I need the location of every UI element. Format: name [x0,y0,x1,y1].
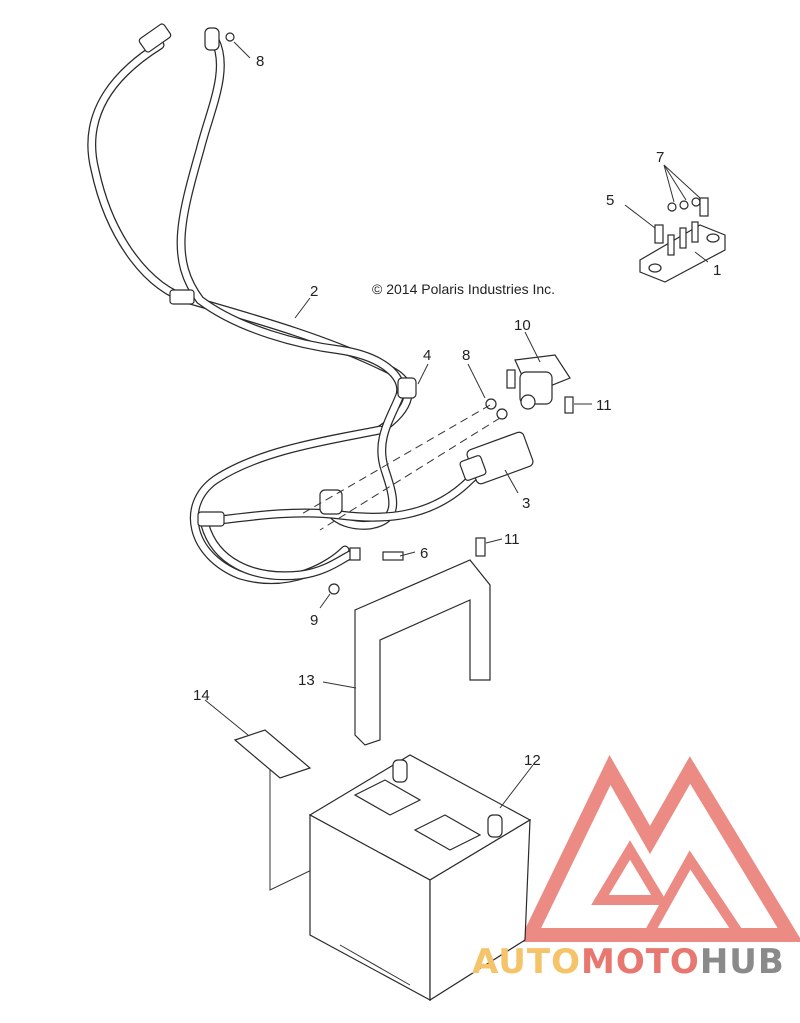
fasteners [225,32,574,595]
solenoid [514,354,571,410]
callout-11-right: 11 [596,397,612,414]
battery-bracket [354,559,491,746]
hardware-nuts [654,197,709,244]
callout-6: 6 [420,545,428,562]
callout-10: 10 [514,317,531,334]
callout-4: 4 [423,347,431,364]
watermark-moto: MOTO [581,942,700,982]
callout-8-mid: 8 [462,347,470,364]
callout-2: 2 [310,283,318,300]
watermark-auto: AUTO [472,942,581,982]
callout-8-top: 8 [256,53,264,70]
wiring-harness [87,23,534,585]
copyright-text: © 2014 Polaris Industries Inc. [372,281,555,297]
watermark-hub: HUB [700,942,785,982]
callout-9: 9 [310,612,318,629]
callout-3: 3 [522,495,530,512]
callout-11-lower: 11 [504,531,520,548]
watermark-wordmark: AUTOMOTOHUB [472,942,785,982]
battery [308,754,532,1002]
battery-label [233,729,312,779]
terminal-block [639,221,726,283]
callout-12: 12 [524,752,541,769]
callout-7: 7 [656,149,664,166]
callout-13: 13 [298,672,315,689]
leader-lines [204,41,709,809]
callout-1: 1 [713,262,721,279]
watermark-logo [518,755,800,942]
callout-14: 14 [193,687,210,704]
callout-5: 5 [606,192,614,209]
